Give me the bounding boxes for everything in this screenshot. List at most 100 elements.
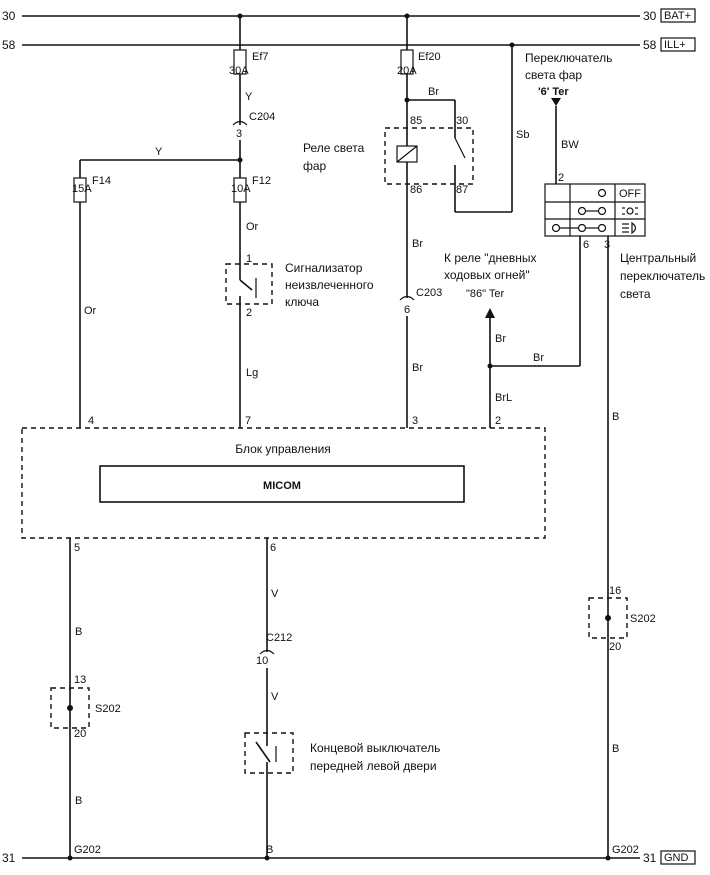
wire-br-c203-lower: Br bbox=[412, 362, 423, 374]
drl-label-1: К реле "дневных bbox=[444, 251, 536, 265]
connector-c212-pin: 10 bbox=[256, 655, 268, 667]
rail-31-right-label: 31 bbox=[643, 851, 657, 865]
splice-right-name: S202 bbox=[630, 613, 656, 625]
rail-30-right-label: 30 bbox=[643, 9, 657, 23]
ground-g202-left: G202 bbox=[74, 844, 101, 856]
connector-c204-name: C204 bbox=[249, 111, 275, 123]
drl-label-2: ходовых огней" bbox=[444, 268, 530, 282]
key-warning-label-2: неизвлеченного bbox=[285, 278, 374, 292]
cu-pin-7: 7 bbox=[245, 415, 251, 427]
wire-b-left-lower: B bbox=[75, 795, 82, 807]
relay-label-2: фар bbox=[303, 159, 327, 173]
cu-pin-6: 6 bbox=[270, 542, 276, 554]
wire-v-lower: V bbox=[271, 691, 279, 703]
wire-y-ef7: Y bbox=[245, 91, 253, 103]
connector-c203-pin: 6 bbox=[404, 304, 410, 316]
splice-right-pin-bottom: 20 bbox=[609, 641, 621, 653]
left-ground-branch: B 13 20 S202 B G202 bbox=[50, 538, 121, 858]
door-switch-label-2: передней левой двери bbox=[310, 759, 437, 773]
door-switch-label-1: Концевой выключатель bbox=[310, 741, 440, 755]
relay-pin-86: 86 bbox=[410, 184, 422, 196]
bat-plus-tag: BAT+ bbox=[664, 10, 691, 22]
central-switch-label-1: Центральный bbox=[620, 251, 696, 265]
central-switch-pin-6: 6 bbox=[583, 239, 589, 251]
rail-31-left-label: 31 bbox=[2, 851, 16, 865]
control-unit-title: Блок управления bbox=[235, 442, 331, 456]
fuse-ef7-name: Ef7 bbox=[252, 51, 269, 63]
wire-brl: BrL bbox=[495, 392, 512, 404]
fuse-f12-rating: 10A bbox=[231, 183, 251, 195]
door-switch bbox=[244, 732, 294, 774]
connector-c204-symbol bbox=[232, 120, 248, 126]
rail-30: 30 30 BAT+ bbox=[2, 8, 696, 23]
headlight-switch-terminal: '6' Ter bbox=[538, 86, 569, 98]
wire-br-c203-upper: Br bbox=[412, 238, 423, 250]
relay-label-1: Реле света bbox=[303, 141, 365, 155]
drl-branch: Br Br BrL К реле "дневных ходовых огней"… bbox=[444, 236, 581, 428]
gnd-tag: GND bbox=[664, 852, 689, 864]
fuse-f12-name: F12 bbox=[252, 175, 271, 187]
wire-lg: Lg bbox=[246, 367, 258, 379]
central-switch-label-2: переключатель bbox=[620, 269, 705, 283]
wire-br-relay: Br bbox=[428, 86, 439, 98]
connector-c204-pin: 3 bbox=[236, 128, 242, 140]
micom-module bbox=[99, 465, 465, 503]
connector-c212-symbol bbox=[259, 649, 275, 655]
control-unit: 4 7 3 2 Блок управления MICOM 5 6 bbox=[21, 415, 546, 554]
cu-pin-5: 5 bbox=[74, 542, 80, 554]
rail-30-left-label: 30 bbox=[2, 9, 16, 23]
key-warning-switch: 1 2 Сигнализатор неизвлеченного ключа Lg bbox=[225, 253, 374, 428]
cu-pin-4: 4 bbox=[88, 415, 94, 427]
parking-light-icon bbox=[622, 207, 638, 215]
ground-g202-right: G202 bbox=[612, 844, 639, 856]
relay-pin-85: 85 bbox=[410, 115, 422, 127]
ef20-branch: Ef20 20A Br bbox=[397, 16, 456, 138]
wire-y-cross: Y bbox=[155, 146, 163, 158]
central-switch-pin-in: 2 bbox=[558, 172, 564, 184]
splice-right-pin-top: 16 bbox=[609, 585, 621, 597]
drl-arrow-icon bbox=[485, 308, 495, 318]
door-switch-branch: V C212 10 V Концевой выключатель передне… bbox=[244, 538, 440, 858]
rail-58: 58 58 ILL+ bbox=[2, 37, 696, 52]
wire-b-right-upper: B bbox=[612, 411, 619, 423]
rail-58-right-label: 58 bbox=[643, 38, 657, 52]
right-ground-branch: B 16 20 S202 B G202 bbox=[588, 236, 656, 858]
splice-left-pin-bottom: 20 bbox=[74, 728, 86, 740]
central-light-switch: 2 OFF 6 3 Центральный переключатель свет… bbox=[544, 172, 705, 301]
rail-31: 31 31 GND bbox=[2, 850, 696, 865]
central-switch-label-3: света bbox=[620, 287, 651, 301]
micom-label: MICOM bbox=[263, 480, 301, 492]
terminal-arrow-icon bbox=[551, 98, 561, 106]
key-warning-label-1: Сигнализатор bbox=[285, 261, 363, 275]
central-switch-pin-3: 3 bbox=[604, 239, 610, 251]
connector-c203-name: C203 bbox=[416, 287, 442, 299]
rail-58-left-label: 58 bbox=[2, 38, 16, 52]
wire-b-right-lower: B bbox=[612, 743, 619, 755]
headlight-relay: 85 30 86 87 Реле света фар bbox=[303, 115, 474, 196]
wire-sb: Sb bbox=[516, 129, 529, 141]
relay-86-branch: Br C203 6 Br bbox=[399, 184, 442, 428]
headlight-switch-ref: Переключатель света фар '6' Ter BW bbox=[525, 51, 612, 184]
drl-terminal: "86" Ter bbox=[466, 288, 505, 300]
splice-left-pin-top: 13 bbox=[74, 674, 86, 686]
wire-or-f12: Or bbox=[246, 221, 259, 233]
headlight-icon bbox=[622, 221, 637, 235]
ill-plus-tag: ILL+ bbox=[664, 39, 686, 51]
wire-br-switch: Br bbox=[533, 352, 544, 364]
wire-b-mid: B bbox=[266, 844, 273, 856]
connector-c212-name: C212 bbox=[266, 632, 292, 644]
fuse-ef20-name: Ef20 bbox=[418, 51, 441, 63]
relay-pin-30: 30 bbox=[456, 115, 468, 127]
connector-c203-symbol bbox=[399, 295, 415, 301]
headlight-switch-label-2: света фар bbox=[525, 68, 582, 82]
sb-wire: Sb bbox=[454, 45, 529, 213]
fuse-ef20-rating: 20A bbox=[397, 65, 417, 77]
ef7-branch: Ef7 30A Y C204 3 Y F14 15A Or F12 10A Or bbox=[72, 16, 275, 428]
wire-v-upper: V bbox=[271, 588, 279, 600]
fuse-f14-rating: 15A bbox=[72, 183, 92, 195]
fuse-f14-name: F14 bbox=[92, 175, 111, 187]
key-switch-pin1: 1 bbox=[246, 253, 252, 265]
relay-pin-87: 87 bbox=[456, 184, 468, 196]
